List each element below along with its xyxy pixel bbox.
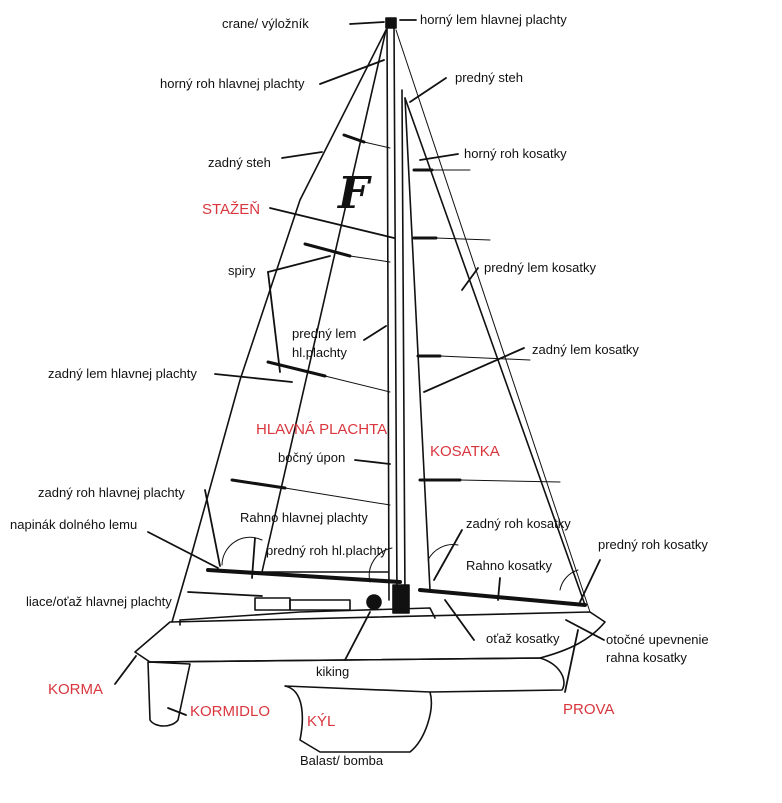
label-rahno-hlavnej: Rahno hlavnej plachty — [240, 510, 368, 525]
forestay — [395, 29, 591, 613]
mast — [385, 17, 410, 614]
leader-lines — [114, 19, 605, 716]
label-predny-roh-kosatky: predný roh kosatky — [598, 537, 708, 552]
label-kiking: kiking — [316, 664, 350, 679]
label-balast: Balast/ bomba — [300, 753, 384, 768]
label-horny-lem: horný lem hlavnej plachty — [420, 12, 567, 27]
label-korma: KORMA — [48, 681, 104, 698]
label-predny-steh: predný steh — [455, 70, 523, 85]
label-napinak: napinák dolného lemu — [10, 517, 138, 532]
label-bocny-upon: bočný úpon — [278, 450, 346, 465]
label-zadny-roh-kosatky: zadný roh kosatky — [466, 516, 571, 531]
label-kosatka: KOSATKA — [430, 443, 500, 460]
label-liace: liace/oťaž hlavnej plachty — [26, 594, 172, 609]
label-predny-lem-hl-line2: hl.plachty — [292, 345, 347, 360]
label-prova: PROVA — [563, 701, 615, 718]
label-stazen: STAŽEŇ — [202, 201, 261, 218]
keel — [284, 685, 433, 753]
label-predny-roh-hl: predný roh hl.plachty — [266, 543, 387, 558]
label-zadny-lem-kosatky: zadný lem kosatky — [532, 342, 639, 357]
label-horny-roh-hlavnej: horný roh hlavnej plachty — [160, 76, 305, 91]
label-predny-lem-hl-line1: predný lem — [292, 326, 357, 341]
label-horny-roh-kosatky: horný roh kosatky — [464, 146, 567, 161]
label-hlavna-plachta: HLAVNÁ PLACHTA — [256, 421, 388, 438]
rudder — [147, 661, 191, 727]
sail-letter: F — [338, 168, 370, 219]
main-sail — [171, 29, 391, 623]
label-kyl: KÝL — [307, 713, 336, 730]
label-zadny-steh: zadný steh — [208, 155, 271, 170]
label-zadny-roh-hlavnej: zadný roh hlavnej plachty — [38, 485, 185, 500]
label-spiry: spiry — [228, 263, 256, 278]
label-rahno-kosatky: Rahno kosatky — [466, 558, 552, 573]
label-predny-lem-kosatky: predný lem kosatky — [484, 260, 596, 275]
label-otocne-line1: otočné upevnenie — [606, 632, 709, 647]
label-zadny-lem-hlavnej: zadný lem hlavnej plachty — [48, 366, 197, 381]
label-otocne-line2: rahna kosatky — [606, 650, 687, 665]
hull — [134, 594, 606, 693]
label-crane: crane/ výložník — [222, 16, 309, 31]
label-kormidlo: KORMIDLO — [190, 703, 271, 720]
label-otaz-kosatky: oťaž kosatky — [486, 631, 560, 646]
